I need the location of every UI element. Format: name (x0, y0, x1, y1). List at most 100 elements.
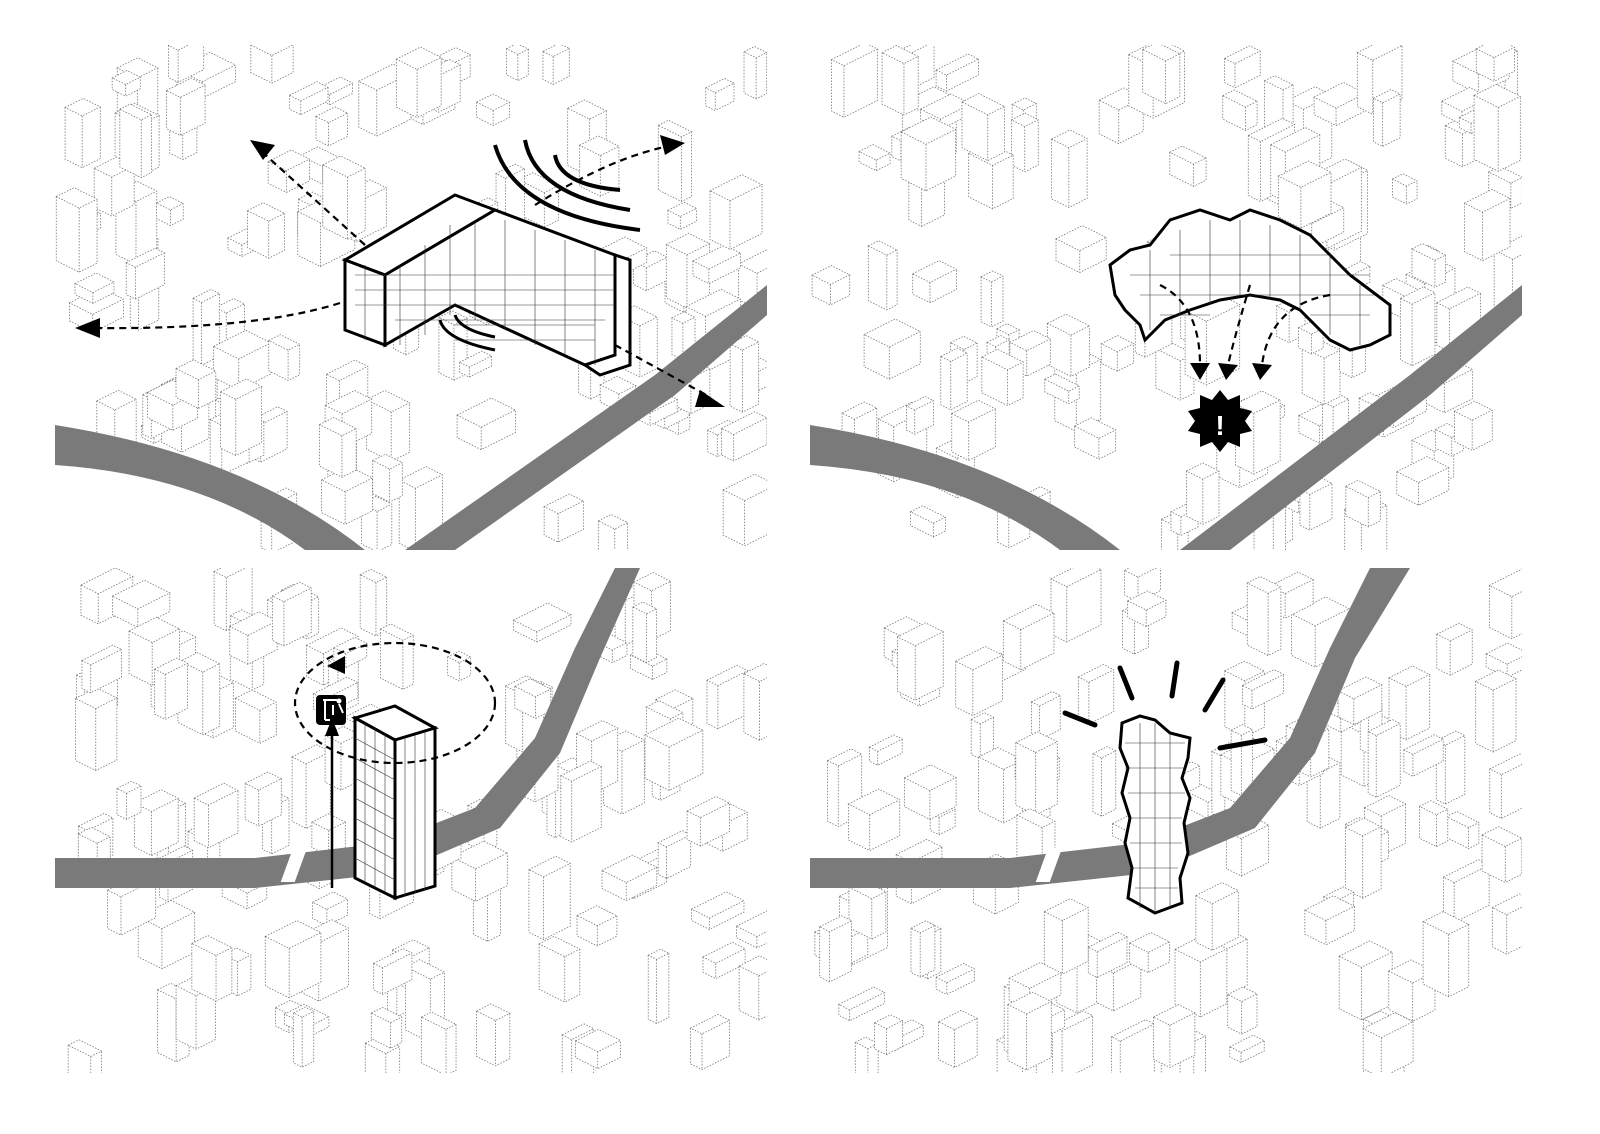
context-building (542, 45, 571, 57)
context-building-wall (1246, 582, 1282, 656)
context-building (1247, 117, 1296, 142)
tower (351, 704, 439, 901)
context-building-wall (166, 85, 206, 136)
context-building (601, 854, 658, 884)
context-building (125, 247, 166, 268)
context-building-wall (476, 102, 510, 126)
context-building (234, 689, 278, 711)
panel-elevator-tower (55, 568, 767, 1073)
context-building-wall (1345, 486, 1381, 528)
context-building-wall (743, 51, 767, 100)
context-building (133, 789, 180, 813)
alert-symbol: ! (1215, 410, 1224, 441)
context-building-wall (538, 943, 581, 1003)
context-building-wall (93, 165, 135, 217)
context-building (1263, 75, 1295, 91)
context-building (1338, 940, 1394, 968)
context-building (1050, 568, 1102, 588)
context-building (900, 116, 957, 145)
crosswalks (280, 848, 308, 882)
context-building (830, 45, 879, 67)
context-building (986, 335, 1011, 348)
context-building-wall (743, 672, 767, 741)
context-building (1073, 417, 1117, 439)
context-building-wall (1043, 907, 1089, 975)
context-building (1395, 456, 1450, 484)
context-building (513, 678, 552, 698)
context-building (246, 202, 286, 222)
context-building (458, 350, 493, 368)
context-building-wall (1051, 138, 1088, 208)
context-building-wall (542, 48, 570, 85)
context-building-wall (560, 766, 602, 843)
context-building (315, 106, 349, 124)
context-building (1092, 746, 1117, 759)
context-building-wall (1007, 1001, 1052, 1071)
context-building-wall (867, 245, 898, 311)
context-building (155, 196, 185, 211)
context-building-wall (647, 953, 670, 1025)
context-building-wall (980, 276, 1004, 328)
diagram-2: ! (810, 45, 1522, 550)
context-building-wall (1301, 347, 1341, 405)
context-building (692, 244, 742, 270)
context-building-wall (244, 778, 282, 827)
context-building-wall (1195, 890, 1239, 951)
crosswalks (1035, 848, 1063, 882)
context-building (566, 99, 608, 120)
context-building (1372, 89, 1402, 104)
context-buildings (55, 45, 767, 550)
context-building (310, 813, 347, 831)
context-building (647, 948, 670, 960)
context-building (1234, 390, 1282, 414)
context-building (1388, 665, 1431, 687)
river (55, 568, 640, 888)
context-building-wall (291, 751, 331, 829)
context-building (1185, 462, 1220, 480)
context-building-wall (910, 925, 936, 978)
context-building (631, 601, 658, 615)
context-building (95, 389, 138, 411)
diagram-4 (810, 568, 1522, 1073)
context-building-wall (447, 656, 472, 682)
context-building-wall (576, 915, 618, 947)
context-building (420, 1011, 457, 1030)
context-building (1223, 660, 1266, 682)
context-building (881, 45, 920, 65)
context-building (1168, 145, 1207, 165)
context-building-wall (1454, 410, 1493, 451)
context-building (1110, 1019, 1156, 1042)
context-building (1011, 97, 1038, 111)
context-building-wall (1306, 762, 1341, 829)
context-building (1344, 479, 1382, 499)
context-building-wall (116, 785, 142, 820)
context-building-wall (380, 629, 414, 690)
context-building (597, 513, 629, 530)
context-building (1463, 188, 1511, 213)
context-building-wall (1277, 172, 1332, 229)
context-building (1010, 112, 1040, 127)
diagram-3 (55, 568, 767, 1073)
context-building-wall (319, 424, 357, 478)
context-building (321, 155, 367, 178)
context-building (271, 581, 313, 603)
context-building (404, 959, 446, 980)
context-building (1391, 173, 1418, 187)
context-building (116, 780, 142, 794)
context-building (1418, 800, 1449, 816)
context-building (911, 260, 958, 283)
context-building (896, 622, 945, 647)
diagram-1 (55, 45, 767, 550)
dashed-orbit (293, 641, 497, 765)
context-building-wall (315, 113, 348, 147)
context-building-wall (156, 202, 184, 226)
context-building (644, 717, 704, 748)
context-building (561, 1023, 595, 1041)
context-building (111, 70, 142, 86)
context-building (1077, 664, 1115, 683)
context-building (867, 240, 898, 256)
context-building (811, 265, 851, 285)
context-building (854, 1036, 880, 1050)
context-building (909, 505, 947, 524)
context-building (1473, 83, 1522, 108)
